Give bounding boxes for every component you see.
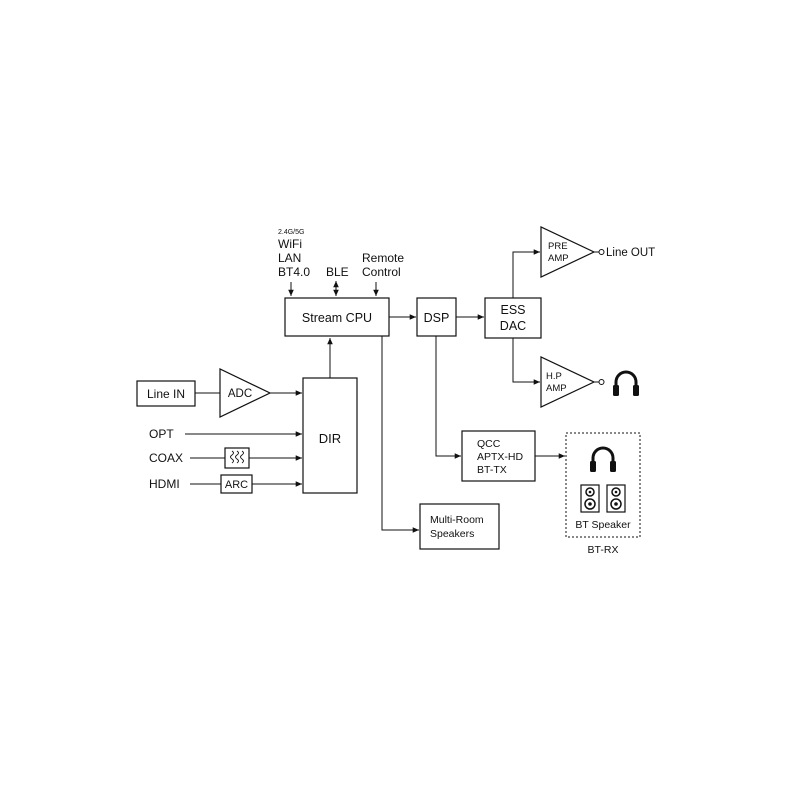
hdmi-label: HDMI [149,477,180,491]
hp-amp-triangle [540,356,596,408]
ess-dac-label-line2: DAC [500,319,526,333]
hp-amp-label-line1: H.P [546,371,562,382]
line-in-block [136,380,196,407]
adc-triangle [219,368,272,418]
multiroom-label-line1: Multi-Room [430,514,484,526]
lan-label: LAN [278,251,301,265]
dir-label: DIR [319,431,341,446]
headphones-icon [613,370,639,396]
multiroom-label-line2: Speakers [430,528,474,540]
stream-cpu-label: Stream CPU [302,311,372,325]
bt-rx-label: BT-RX [588,544,619,556]
dac-to-preamp-wire [512,249,540,298]
bt40-label: BT4.0 [278,265,310,279]
remote-label-line1: Remote [362,251,404,265]
bt-codec-aptxhd: APTX-HD [477,451,524,463]
remote-label-line2: Control [362,265,401,279]
opt-label: OPT [149,427,174,441]
multiroom-block [419,503,500,550]
dir-block [302,377,358,494]
pre-amp-triangle [540,226,596,278]
wifi-label: WiFi [278,237,302,251]
line-out-terminal [598,249,605,255]
headphones-icon [590,446,616,472]
bt-codec-qcc: QCC [477,438,501,450]
adc-label: ADC [228,388,252,400]
transformer-icon [224,447,250,469]
line-out-label: Line OUT [606,247,655,259]
ess-dac-label-line1: ESS [500,303,525,317]
bt-rx-group [565,432,641,538]
bt-codec-bttx: BT-TX [477,464,507,476]
wireless-band-label: 2.4G/5G [278,229,304,236]
pre-amp-label-line2: AMP [548,253,569,264]
hp-amp-label-line2: AMP [546,383,567,394]
bt-tx-block [461,430,536,482]
dac-to-hpamp-wire [512,338,540,385]
cpu-to-multiroom-wire [381,336,419,533]
coax-label: COAX [149,451,183,465]
dsp-label: DSP [424,311,450,325]
speaker-icon [580,484,600,513]
dsp-to-bttx-wire [435,336,461,459]
ble-label: BLE [326,265,349,279]
arc-label: ARC [225,479,248,491]
pre-amp-label-line1: PRE [548,241,568,252]
line-in-label: Line IN [147,387,185,401]
speaker-icon [606,484,626,513]
bt-speaker-label: BT Speaker [575,519,631,531]
hp-out-terminal [598,379,605,385]
stream-cpu-block [284,297,390,337]
